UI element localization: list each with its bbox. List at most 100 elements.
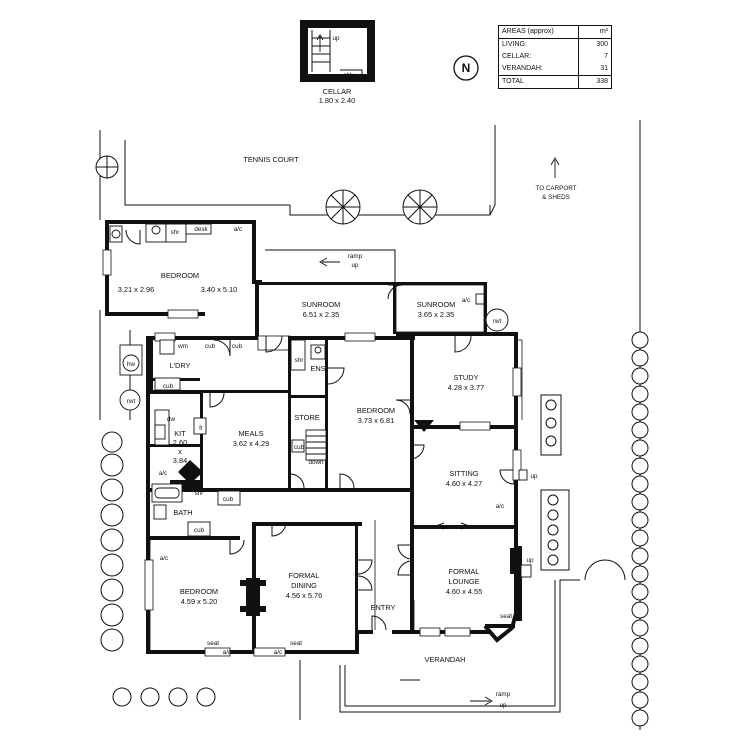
sitting-dims: 4.60 x 4.27	[446, 479, 483, 488]
shr-label-bath: shr	[195, 490, 204, 497]
garden-beds	[540, 394, 570, 571]
ramp-bottom-label: ramp	[496, 691, 511, 698]
store-label: STORE	[294, 413, 319, 422]
gate-swing	[584, 559, 626, 581]
ac-label-seat-2: a/c	[274, 649, 282, 656]
meals-dims: 3.62 x 4.29	[233, 439, 270, 448]
bedroom-nw-dims-left: 3.21 x 2.96	[118, 285, 155, 294]
bay-window	[483, 605, 520, 643]
desk-label: desk	[194, 226, 208, 233]
ensuite-label: ENS	[310, 364, 325, 373]
kitchen-dim-1: 2.60	[173, 438, 187, 447]
meals-label: MEALS	[238, 429, 263, 438]
seat-label-bay: seat	[500, 613, 512, 620]
svg-text:N: N	[462, 61, 471, 75]
ac-label-nw: a/c	[234, 226, 242, 233]
formal-lounge-label-1: FORMAL	[449, 567, 480, 576]
kitchen-label: KIT	[174, 429, 186, 438]
ramp-bottom-up-label: up	[499, 702, 507, 709]
ramp-bottom	[470, 696, 493, 706]
rainwater-tank-2	[485, 308, 509, 332]
cellar-up-label: up	[332, 35, 340, 42]
hedge-left	[100, 431, 216, 707]
hedge-right	[631, 331, 649, 727]
doors	[125, 229, 515, 631]
kitchen-x: x	[178, 447, 182, 456]
to-carport-label: TO CARPORT	[535, 185, 576, 192]
cellar-shlv-label: shlv	[343, 72, 355, 79]
tennis-court-label: TENNIS COURT	[243, 155, 299, 164]
area-value-living: 300	[578, 38, 612, 51]
shr-label-ens: shr	[295, 357, 304, 364]
shr-label-nw: shr	[171, 229, 180, 236]
formal-lounge-label-2: LOUNGE	[448, 577, 479, 586]
cub-label-bath-1: cub	[223, 496, 234, 503]
area-label-verandah: VERANDAH:	[502, 65, 543, 72]
to-carport-arrow	[550, 157, 560, 178]
exterior-walls	[105, 220, 522, 654]
area-label-total: TOTAL	[498, 75, 579, 89]
study-label: STUDY	[453, 373, 478, 382]
bath-label: BATH	[173, 508, 192, 517]
bedroom-c-label: BEDROOM	[357, 406, 395, 415]
up-label-lounge: up	[526, 557, 534, 564]
cub-label-1: cub	[205, 343, 216, 350]
seat-label-1: seat	[207, 640, 219, 647]
bedroom-nw-dims-right: 3.40 x 5.10	[201, 285, 238, 294]
ac-label-seat-1: a/c	[223, 649, 231, 656]
ac-label-kit: a/c	[159, 470, 167, 477]
wm-label: wm	[177, 343, 188, 350]
cellar-plan: up shlv	[300, 20, 375, 82]
north-arrow-icon: N	[453, 55, 479, 81]
sunroom-1-dims: 6.51 x 2.35	[303, 310, 340, 319]
ramp-top-up-label: up	[351, 262, 359, 269]
areas-table: AREAS (approx) m² LIVING: 300 CELLAR: 7 …	[498, 25, 612, 89]
laundry-label: L'DRY	[170, 361, 191, 370]
kitchen-dim-2: 3.84	[173, 456, 187, 465]
ac-label-sunroom: a/c	[462, 297, 470, 304]
cub-label-2: cub	[232, 343, 243, 350]
sheds-label: & SHEDS	[542, 194, 570, 201]
areas-unit: m²	[578, 25, 612, 39]
hw-label: hw	[127, 361, 136, 368]
bedroom-c-dims: 3.73 x 6.81	[358, 416, 395, 425]
windows	[102, 249, 522, 657]
area-value-total: 338	[578, 75, 612, 89]
area-label-cellar: CELLAR:	[502, 53, 532, 60]
ac-label-bedroom-sw: a/c	[160, 555, 168, 562]
formal-lounge-dims: 4.60 x 4.55	[446, 587, 483, 596]
interior-walls	[150, 336, 518, 652]
entry-label: ENTRY	[371, 603, 396, 612]
sunroom-2-dims: 3.65 x 2.35	[418, 310, 455, 319]
verandah-label: VERANDAH	[424, 655, 465, 664]
sitting-label: SITTING	[449, 469, 478, 478]
ramp-top-label: ramp	[348, 253, 363, 260]
formal-dining-label-2: DINING	[291, 581, 317, 590]
trees	[95, 155, 438, 225]
area-label-living: LIVING:	[498, 38, 579, 51]
formal-dining-label-1: FORMAL	[289, 571, 320, 580]
sunroom-2-label: SUNROOM	[417, 300, 456, 309]
sunroom-1-label: SUNROOM	[302, 300, 341, 309]
bedroom-nw-label: BEDROOM	[161, 271, 199, 280]
rwt-label-1: rwt	[493, 318, 502, 325]
bedroom-sw-dims: 4.59 x 5.20	[181, 597, 218, 606]
rwt-label-2: rwt	[127, 398, 136, 405]
bedroom-sw-label: BEDROOM	[180, 587, 218, 596]
dw-label: dw	[167, 416, 176, 423]
ramp-top	[265, 249, 396, 282]
fr-label: fr	[199, 425, 203, 432]
cub-label-bath-2: cub	[194, 527, 205, 534]
cub-label-3: cub	[163, 383, 174, 390]
site-boundaries	[99, 120, 641, 730]
ac-label-sitting: a/c	[496, 503, 504, 510]
cub-label-store: cub	[294, 444, 305, 451]
area-value-cellar: 7	[578, 51, 612, 63]
fixtures	[109, 223, 532, 578]
study-dims: 4.28 x 3.77	[448, 383, 485, 392]
cellar-label: CELLAR	[323, 87, 352, 96]
area-value-verandah: 31	[578, 63, 612, 76]
seat-label-2: seat	[290, 640, 302, 647]
up-label-sitting: up	[530, 473, 538, 480]
